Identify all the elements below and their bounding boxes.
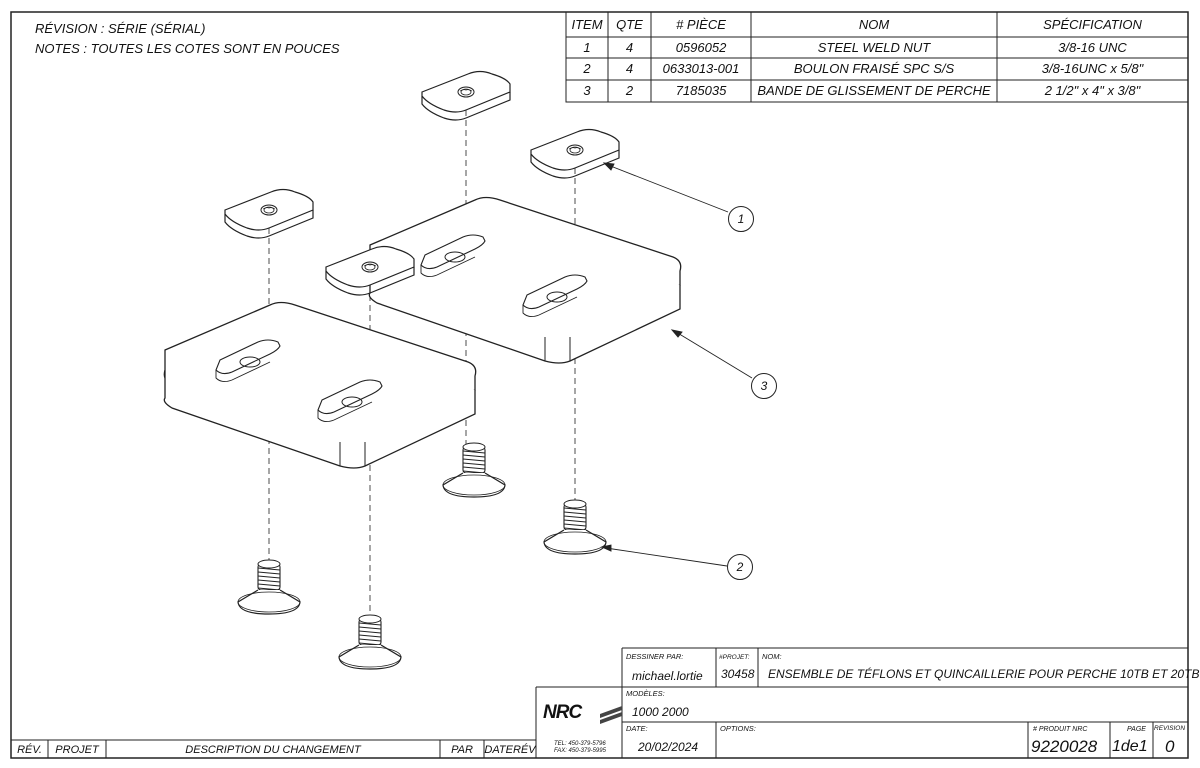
models-value: 1000 2000 (632, 705, 689, 719)
revision-value: 0 (1165, 737, 1175, 756)
drawing-name: ENSEMBLE DE TÉFLONS ET QUINCAILLERIE POU… (768, 667, 1200, 681)
bom-header-part: # PIÈCE (676, 17, 726, 32)
rev-header-rev: RÉV. (17, 744, 42, 756)
page-value: 1de1 (1112, 738, 1148, 755)
part-bolt-a (442, 442, 506, 498)
revision-label: REVISION (1154, 725, 1186, 732)
part-bolt-c (237, 559, 301, 615)
units-note: NOTES : TOUTES LES COTES SONT EN POUCES (35, 41, 340, 56)
product-label: # PRODUIT NRC (1033, 726, 1088, 733)
balloon-3: 3 (751, 373, 777, 399)
balloon-2: 2 (727, 554, 753, 580)
part-sliding-strip-rear (368, 196, 682, 364)
models-label: MODÈLES: (626, 689, 665, 698)
nrc-logo-mark (600, 706, 622, 724)
rev-header-by: PAR (451, 744, 473, 756)
drawn-by-label: DESSINER PAR: (626, 652, 684, 661)
bom-header-name: NOM (858, 17, 890, 32)
bom-header-qty: QTE (616, 17, 643, 32)
tel-number: TEL: 450-379-5796 (554, 741, 606, 747)
rev-header-project: PROJET (55, 744, 99, 756)
date-label: DATE: (626, 724, 648, 733)
bom-header-spec: SPÉCIFICATION (1043, 17, 1142, 32)
nrc-logo: NRC (543, 702, 582, 723)
part-bolt-d (338, 614, 402, 670)
part-sliding-strip-front (163, 301, 477, 469)
balloon-leaders (600, 162, 753, 567)
project-value: 30458 (721, 667, 755, 681)
fax-number: FAX: 450-379-5995 (554, 748, 606, 754)
bom-header-item: ITEM (571, 17, 603, 32)
options-label: OPTIONS: (720, 724, 756, 733)
product-number: 9220028 (1031, 737, 1098, 756)
rev-header-description: DESCRIPTION DU CHANGEMENT (185, 744, 361, 756)
drawn-by-value: michael.lortie (632, 669, 703, 683)
balloon-1: 1 (728, 206, 754, 232)
part-bolt-b (543, 499, 607, 555)
project-label: #PROJET: (719, 654, 750, 661)
name-label: NOM: (762, 652, 782, 661)
page-label: PAGE (1127, 726, 1146, 733)
rev-header-date: DATERÉV (484, 744, 536, 756)
bom-grid (565, 11, 1189, 103)
date-value: 20/02/2024 (638, 740, 699, 754)
revision-note: RÉVISION : SÉRIE (SÉRIAL) (35, 21, 206, 36)
title-block-grid (11, 647, 1188, 758)
